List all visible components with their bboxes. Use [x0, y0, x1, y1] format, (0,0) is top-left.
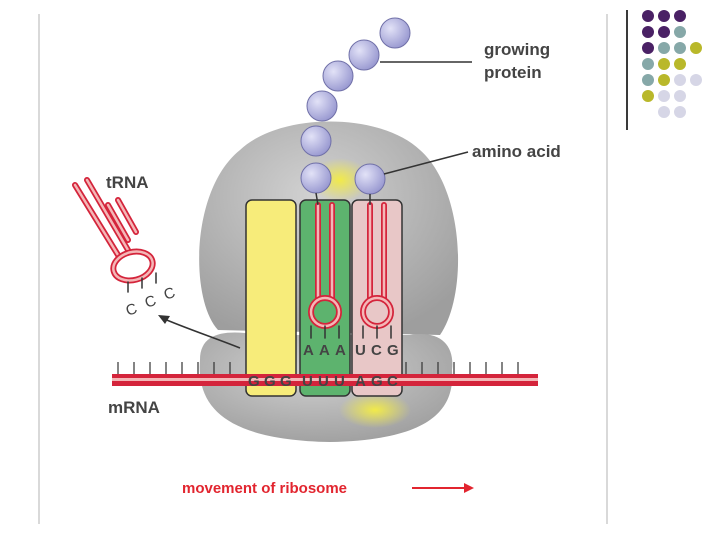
label-mrna: mRNA — [108, 398, 160, 417]
deco-divider-line — [626, 10, 628, 130]
label-movement-of-ribosome: movement of ribosome — [182, 480, 347, 497]
left-border-line — [38, 14, 40, 524]
deco-dot — [658, 58, 670, 70]
deco-dot — [674, 90, 686, 102]
anticodon-base: A — [319, 342, 330, 359]
right-border-line — [606, 14, 608, 524]
codon-base: A — [355, 373, 366, 390]
amino-acid-bead — [306, 90, 338, 122]
amino-acid-bead — [348, 39, 380, 71]
amino-acid-bead — [300, 162, 332, 194]
anticodon-base: A — [335, 342, 346, 359]
movement-arrow-head — [464, 483, 474, 493]
trna-pink-site — [360, 202, 394, 339]
amino-acid-bead — [300, 125, 332, 157]
codon-base: U — [302, 373, 313, 390]
deco-dot — [642, 90, 654, 102]
codon-base: C — [387, 373, 398, 390]
mrna-ticks — [117, 362, 519, 374]
bead-stem — [315, 192, 371, 206]
deco-dot — [674, 42, 686, 54]
deco-dot — [642, 42, 654, 54]
deco-dot — [658, 90, 670, 102]
deco-dot — [642, 10, 654, 22]
deco-dot — [642, 58, 654, 70]
label-amino-acid: amino acid — [472, 142, 561, 161]
deco-dot — [658, 106, 670, 118]
label-growing: growing — [484, 40, 550, 59]
yellow-glow — [339, 392, 411, 428]
deco-dot — [658, 26, 670, 38]
growing-protein-chain — [300, 17, 411, 195]
free-trna-base: C — [124, 300, 140, 320]
e-site-yellow — [245, 199, 297, 397]
anticodon-base: U — [355, 342, 366, 359]
amino-acid-bead-new — [354, 163, 386, 195]
deco-dot — [674, 26, 686, 38]
deco-dot — [690, 74, 702, 86]
deco-dot — [642, 74, 654, 86]
deco-dot — [674, 58, 686, 70]
free-trna-base: C — [143, 292, 159, 312]
anticodon-base: A — [303, 342, 314, 359]
deco-dot — [674, 10, 686, 22]
exit-arrow — [161, 317, 241, 349]
codon-base: G — [280, 373, 292, 390]
deco-dot — [690, 42, 702, 54]
amino-acid-bead — [379, 17, 411, 49]
codon-base: G — [264, 373, 276, 390]
deco-dot — [658, 42, 670, 54]
deco-dot — [674, 74, 686, 86]
codon-base: U — [318, 373, 329, 390]
deco-dot — [658, 10, 670, 22]
deco-dot — [642, 26, 654, 38]
exit-arrow-head — [158, 315, 170, 324]
codon-base: G — [371, 373, 383, 390]
deco-dot — [674, 106, 686, 118]
label-trna: tRNA — [106, 173, 149, 192]
amino-acid-bead — [322, 60, 354, 92]
trna-green-site — [308, 202, 342, 339]
codon-base: G — [248, 373, 260, 390]
codon-base: U — [334, 373, 345, 390]
leader-line-amino-acid — [383, 151, 469, 175]
free-trna-base: C — [162, 284, 178, 304]
mrna-strand — [112, 362, 538, 386]
anticodon-base: G — [387, 342, 399, 359]
free-trna — [72, 177, 157, 293]
deco-dot — [658, 74, 670, 86]
decorative-dot-grid — [640, 10, 702, 118]
anticodon-base: C — [371, 342, 382, 359]
label-protein: protein — [484, 63, 542, 82]
